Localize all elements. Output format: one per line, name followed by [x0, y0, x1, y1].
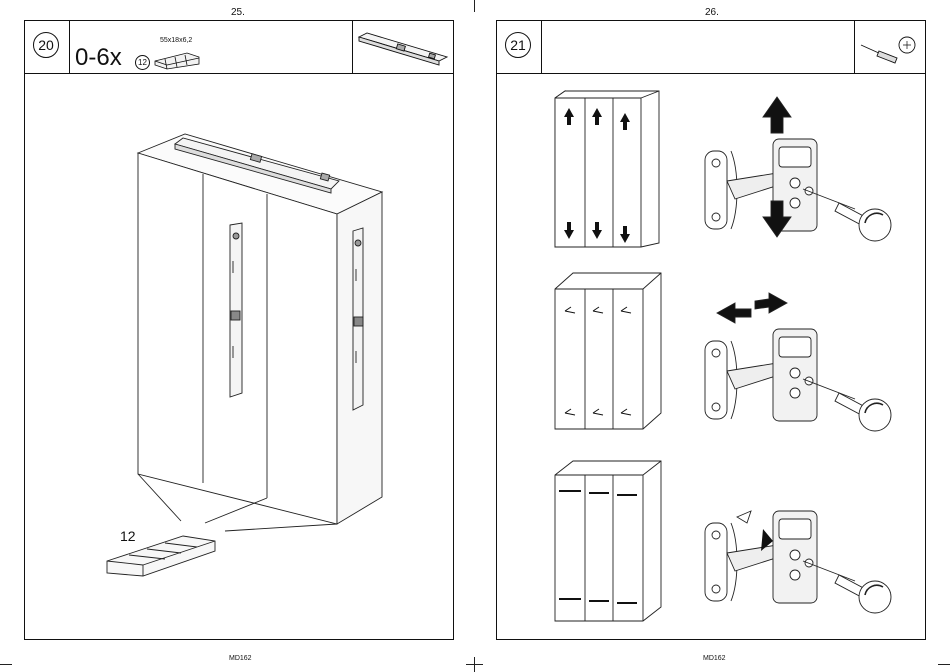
row-vertical: [555, 91, 891, 247]
row-depth: [555, 461, 891, 621]
crop-mark-left: [0, 664, 12, 665]
callout-label: 12: [120, 528, 136, 544]
crop-mark-bottom-horizontal: [466, 664, 483, 665]
page-number-right: 26.: [705, 7, 719, 18]
crop-mark-top: [474, 0, 475, 12]
footer-code-right: MD162: [703, 655, 726, 662]
hinge-adjustment-illustration: [497, 21, 927, 641]
page-number-left: 25.: [231, 7, 245, 18]
right-page: 21: [496, 20, 926, 640]
crop-mark-right: [938, 664, 950, 665]
footer-code-left: MD162: [229, 655, 252, 662]
wardrobe-illustration: [25, 21, 455, 641]
left-page: 20 55x18x6,2 0-6x 12: [24, 20, 454, 640]
row-horizontal: [555, 273, 891, 431]
